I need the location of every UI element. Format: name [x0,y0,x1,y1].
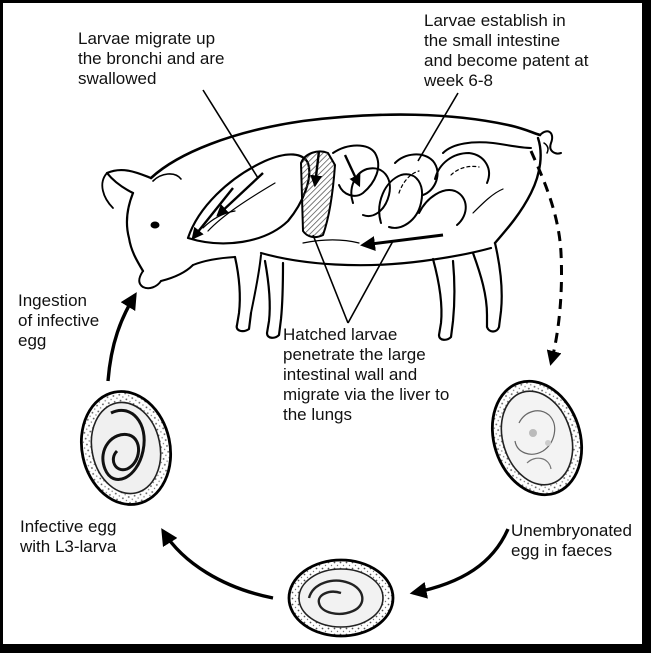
arrow-to-ingestion [108,295,135,381]
arrow-to-embryonating [413,529,508,593]
pig-internal-organs [188,142,531,243]
label-unembryonated-egg: Unembryonated egg in faeces [511,521,632,561]
unembryonated-egg [478,370,596,507]
label-ingestion: Ingestion of infective egg [18,291,99,351]
pig-illustration [102,115,561,340]
infective-egg [71,383,181,513]
embryonating-egg [289,560,393,636]
arrow-to-infective [163,531,273,598]
label-hatched-larvae: Hatched larvae penetrate the large intes… [283,325,449,425]
label-larvae-establish: Larvae establish in the small intestine … [424,11,588,91]
label-larvae-migrate: Larvae migrate up the bronchi and are sw… [78,29,225,89]
label-infective-egg: Infective egg with L3-larva [20,517,116,557]
